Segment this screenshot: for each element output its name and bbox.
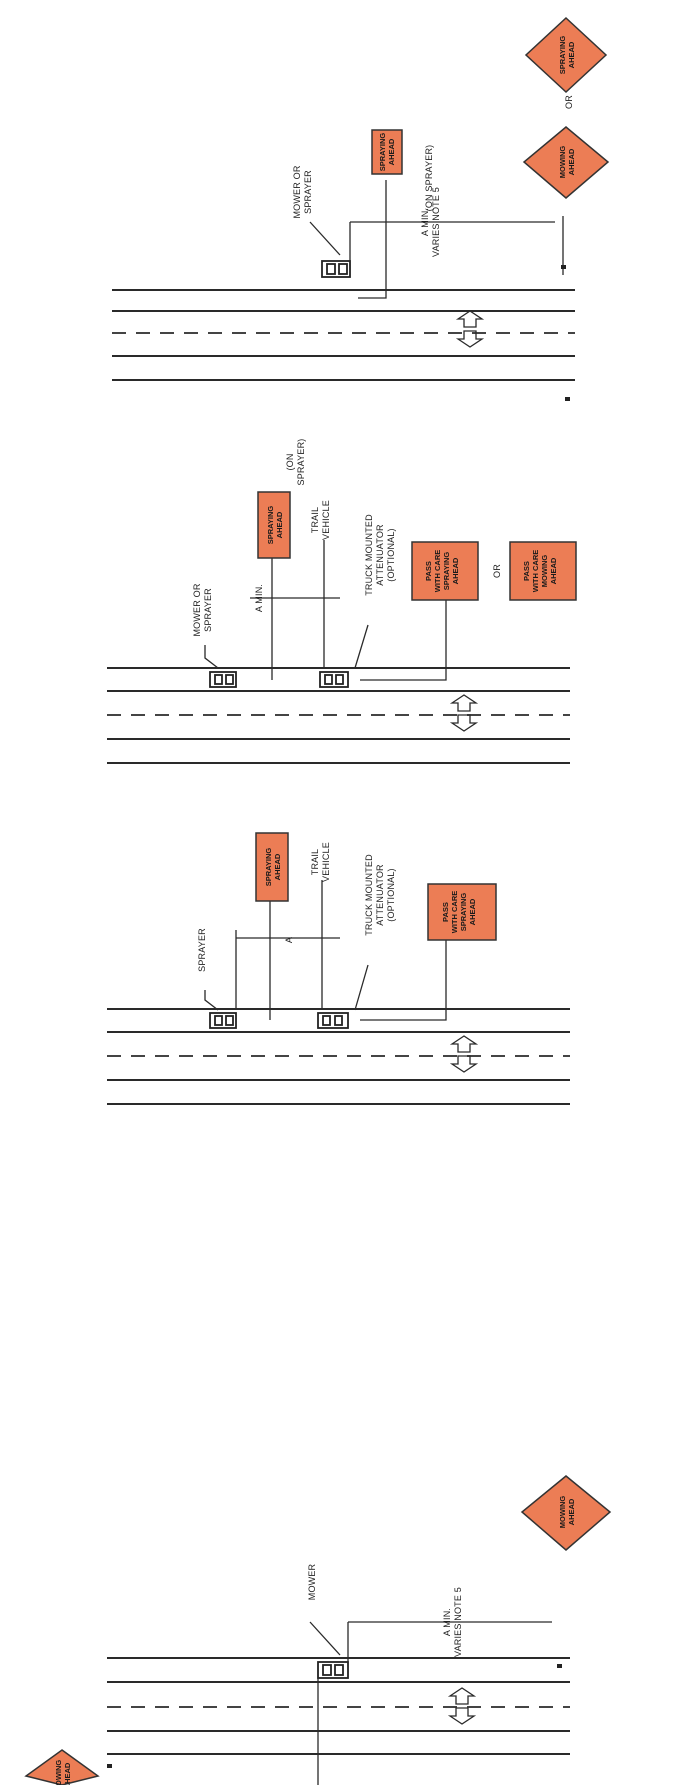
lane-direction-arrows [447,1687,477,1725]
distance-label: A MIN. [254,584,264,612]
svg-text:SPRAYINGAHEAD: SPRAYINGAHEAD [266,506,284,545]
on-sprayer-label: (ON SPRAYER) [424,145,434,212]
leader-lines [204,880,447,1021]
distance-label: A MIN.VARIES NOTE 5 [420,187,441,257]
panel-4: MOWER A MIN.VARIES NOTE 5 MOWINGAHEAD MO… [24,1475,612,1785]
or-label: OR [492,564,502,578]
roadway-lines [107,1657,570,1755]
mower-vehicle [209,671,237,688]
svg-text:SPRAYINGAHEAD: SPRAYINGAHEAD [558,36,576,75]
pass-with-care-spraying-sign: PASSWITH CARESPRAYINGAHEAD [427,883,497,941]
svg-text:PASSWITH CARESPRAYINGAHEAD: PASSWITH CARESPRAYINGAHEAD [441,891,477,934]
trail-vehicle-label: TRAILVEHICLE [310,500,331,540]
sprayer-label: SPRAYER [197,928,207,972]
pass-with-care-mowing-sign: PASSWITH CAREMOWINGAHEAD [509,541,577,601]
panel-2: MOWER ORSPRAYER A MIN. TRAILVEHICLE TRUC… [107,439,577,764]
svg-text:PASSWITH CAREMOWINGAHEAD: PASSWITH CAREMOWINGAHEAD [522,550,558,593]
spraying-ahead-sign: SPRAYINGAHEAD [255,832,289,902]
leader-lines [309,1621,552,1785]
mowing-ahead-diamond: MOWINGAHEAD [522,126,610,199]
mower-vehicle [317,1661,349,1679]
distance-label-right: A MIN.VARIES NOTE 5 [442,1587,463,1657]
mower-vehicle [321,260,351,278]
mower-sprayer-label: MOWER ORSPRAYER [292,165,313,218]
spraying-ahead-sign: SPRAYINGAHEAD [371,129,403,175]
trail-vehicle-label: TRAILVEHICLE [310,842,331,882]
roadway-lines [107,1008,570,1105]
lane-direction-arrows [455,310,485,348]
sprayer-vehicle [209,1012,237,1029]
roadway-lines [112,289,575,381]
panel-1: MOWER ORSPRAYER (ON SPRAYER) A MIN.VARIE… [112,16,610,401]
mowing-ahead-diamond: MOWINGAHEAD [520,1475,612,1551]
pass-with-care-spraying-sign: PASSWITH CARESPRAYINGAHEAD [411,541,479,601]
svg-text:MOWINGAHEAD: MOWINGAHEAD [54,1760,72,1785]
mowing-ahead-diamond-left: MOWINGAHEAD [24,1749,100,1785]
lane-direction-arrows [449,1035,479,1073]
svg-text:SPRAYINGAHEAD: SPRAYINGAHEAD [378,133,396,172]
or-label: OR [564,95,574,109]
leader-lines [204,540,447,681]
roadway-lines [107,667,570,764]
trail-vehicle [319,671,349,688]
lane-direction-arrows [449,694,479,732]
on-sprayer-label: (ONSPRAYER) [285,439,306,486]
svg-text:SPRAYINGAHEAD: SPRAYINGAHEAD [264,848,282,887]
attenuator-label: TRUCK MOUNTEDATTENUATOR(OPTIONAL) [364,854,396,936]
attenuator-label: TRUCK MOUNTEDATTENUATOR(OPTIONAL) [364,514,396,596]
svg-text:PASSWITH CARESPRAYINGAHEAD: PASSWITH CARESPRAYINGAHEAD [424,550,460,593]
spraying-ahead-sign: SPRAYINGAHEAD [257,491,291,559]
trail-vehicle [317,1012,349,1029]
svg-text:MOWINGAHEAD: MOWINGAHEAD [558,1496,576,1529]
spraying-ahead-diamond: SPRAYINGAHEAD [524,16,608,94]
panel-3: SPRAYER A TRAILVEHICLE TRUCK MOUNTEDATTE… [107,832,570,1105]
mower-sprayer-label: MOWER ORSPRAYER [192,583,213,636]
mower-label: MOWER [307,1563,317,1600]
distance-label: A [284,937,294,943]
svg-text:MOWINGAHEAD: MOWINGAHEAD [558,146,576,179]
